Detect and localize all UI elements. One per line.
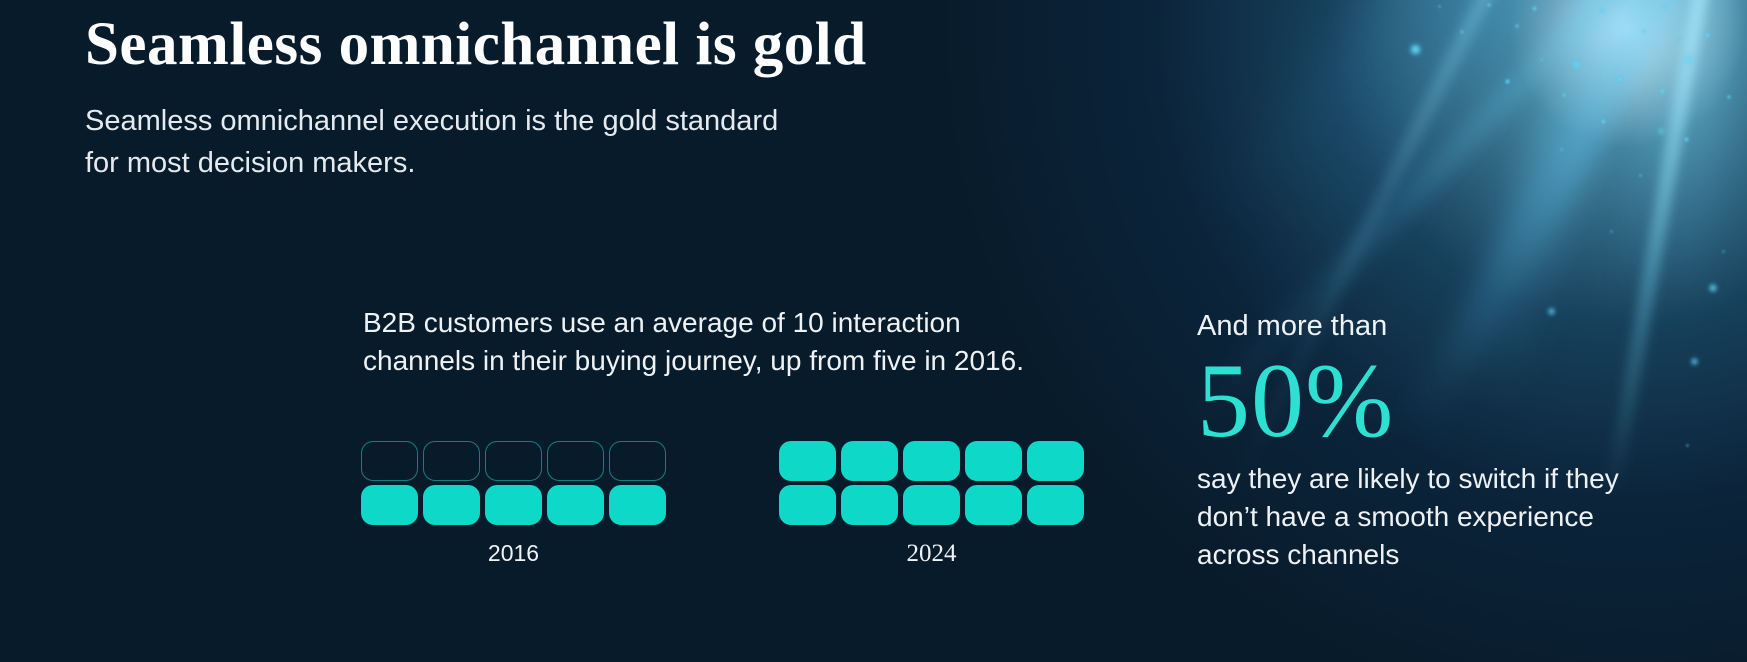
waffle-cell	[903, 485, 960, 525]
glow-particle	[1460, 30, 1464, 34]
glow-particle	[1532, 6, 1537, 11]
waffle-grid-2024	[779, 441, 1084, 525]
waffle-cell	[423, 441, 480, 481]
glow-particle	[1601, 119, 1606, 124]
interaction-channels-chart: B2B customers use an average of 10 inter…	[361, 304, 1084, 568]
waffle-cell	[1027, 485, 1084, 525]
glow-particle	[1540, 58, 1543, 61]
glow-particle	[1572, 60, 1581, 69]
glow-particle	[1617, 76, 1623, 82]
waffle-cell	[965, 441, 1022, 481]
waffle-charts: 2016 2024	[361, 441, 1084, 568]
light-ray	[1164, 0, 1627, 352]
waffle-cell	[485, 441, 542, 481]
waffle-grid-2016	[361, 441, 666, 525]
waffle-group-2024: 2024	[779, 441, 1084, 568]
chart-description: B2B customers use an average of 10 inter…	[363, 307, 1024, 376]
glow-particle	[1722, 250, 1725, 253]
stat-lead: And more than	[1197, 310, 1388, 342]
waffle-cell	[1027, 441, 1084, 481]
waffle-label-2016: 2016	[487, 540, 540, 566]
page-title: Seamless omnichannel is gold	[85, 11, 867, 78]
glow-particle	[1709, 284, 1717, 292]
glow-particle	[1642, 29, 1646, 33]
glow-particle	[1677, 36, 1681, 40]
waffle-group-2016: 2016	[361, 441, 666, 568]
glow-particle	[1691, 358, 1698, 365]
glow-particle	[1438, 5, 1441, 8]
stat-caption: say they are likely to switch if they do…	[1197, 462, 1619, 570]
waffle-cell	[423, 485, 480, 525]
stat-value: 50%	[1197, 342, 1395, 459]
waffle-cell	[609, 441, 666, 481]
waffle-cell	[361, 485, 418, 525]
waffle-cell	[609, 485, 666, 525]
glow-particle	[1487, 3, 1491, 7]
stat-callout: And more than 50% say they are likely to…	[1197, 306, 1637, 574]
waffle-cell	[547, 441, 604, 481]
glow-particle	[1658, 128, 1664, 134]
glow-particle	[1515, 24, 1519, 28]
glow-particle	[1580, 45, 1583, 48]
waffle-cell	[485, 485, 542, 525]
glow-particle	[1562, 93, 1566, 97]
waffle-cell	[361, 441, 418, 481]
glow-particle	[1684, 137, 1689, 142]
glow-particle	[1410, 44, 1421, 55]
waffle-cell	[903, 441, 960, 481]
waffle-cell	[965, 485, 1022, 525]
glow-particle	[1663, 5, 1667, 9]
waffle-cell	[841, 485, 898, 525]
glow-particle	[1639, 174, 1642, 177]
glow-particle	[1727, 95, 1731, 99]
waffle-cell	[841, 441, 898, 481]
glow-particle	[1705, 33, 1710, 38]
waffle-cell	[779, 441, 836, 481]
waffle-label-2024: 2024	[906, 540, 957, 567]
waffle-cell	[779, 485, 836, 525]
glow-particle	[1610, 230, 1613, 233]
waffle-cell	[547, 485, 604, 525]
glow-particle	[1505, 79, 1510, 84]
glow-particle	[1600, 8, 1605, 13]
glow-particle	[1660, 89, 1665, 94]
glow-particle	[1686, 444, 1689, 447]
glow-particle	[1684, 55, 1693, 64]
page-subtitle: Seamless omnichannel execution is the go…	[85, 105, 779, 179]
glow-particle	[1560, 148, 1563, 151]
